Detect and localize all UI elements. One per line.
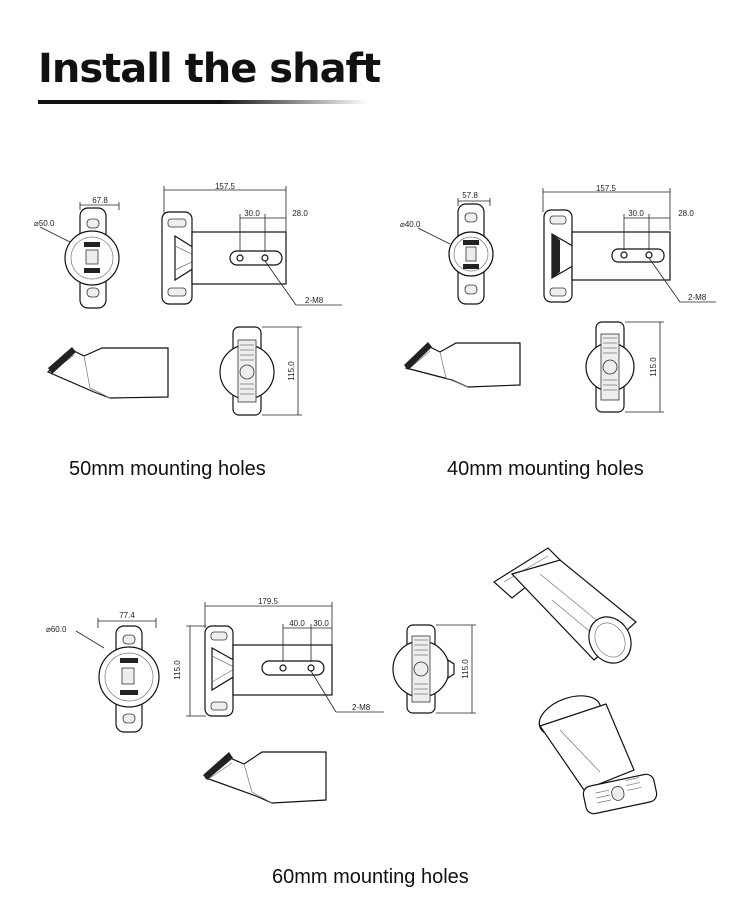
page-title: Install the shaft (38, 46, 381, 92)
set1-end-view (219, 326, 302, 416)
set3-length-dim: 179.5 (258, 597, 279, 606)
set2-hole-a-dim: 30.0 (628, 209, 644, 218)
set1-hole-b-dim: 28.0 (292, 209, 308, 218)
caption-60mm: 60mm mounting holes (272, 866, 469, 888)
set3-screws-label: 2-M8 (352, 703, 371, 712)
set3-end-view (392, 624, 476, 714)
set1-height-dim: 115.0 (287, 361, 296, 381)
set2-end-view (585, 321, 664, 413)
set1-width-dim: 67.8 (92, 196, 108, 205)
set2-diameter-dim: ⌀40.0 (400, 220, 421, 229)
set2-front-view (417, 198, 494, 305)
caption-50mm: 50mm mounting holes (69, 458, 266, 480)
set1-hole-a-dim: 30.0 (244, 209, 260, 218)
set2-hole-b-dim: 28.0 (678, 209, 694, 218)
caption-40mm: 40mm mounting holes (447, 458, 644, 480)
set2-width-dim: 57.8 (462, 191, 478, 200)
set3-height-dim-side: 115.0 (173, 660, 182, 680)
set2-height-dim: 115.0 (649, 357, 658, 377)
set3-height-dim: 115.0 (461, 659, 470, 679)
set2-perspective-view (404, 342, 521, 388)
set3-side-view (186, 602, 384, 717)
set3-hole-b-dim: 30.0 (313, 619, 329, 628)
set1-perspective-view (46, 347, 169, 399)
set1-diameter-dim: ⌀50.0 (34, 219, 55, 228)
set2-side-view (542, 188, 716, 303)
set3-diameter-dim: ⌀60.0 (46, 625, 67, 634)
set1-front-view (39, 202, 120, 309)
set3-hole-a-dim: 40.0 (289, 619, 305, 628)
set2-length-dim: 157.5 (596, 184, 617, 193)
set1-screws-label: 2-M8 (305, 296, 324, 305)
set3-perspective-view (203, 751, 327, 804)
set1-side-view (161, 186, 342, 306)
set3-width-dim: 77.4 (119, 611, 135, 620)
set2-screws-label: 2-M8 (688, 293, 707, 302)
set3-front-view (75, 618, 160, 733)
set1-length-dim: 157.5 (215, 182, 236, 191)
mount-3d-render-bottom (538, 695, 658, 815)
title-underline (38, 100, 368, 104)
mount-3d-render-top (493, 547, 637, 664)
